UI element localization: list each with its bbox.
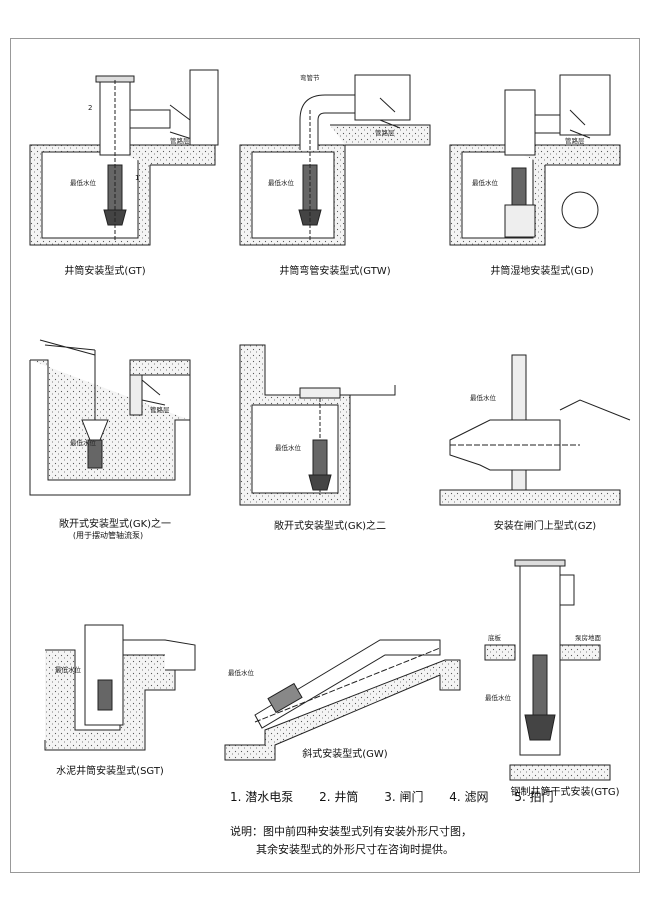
caption-gz: 安装在闸门上型式(GZ): [493, 521, 597, 532]
min-water-label-gz: 最低水位: [470, 393, 497, 402]
legend-item-5: 5. 拍门: [514, 790, 554, 804]
bend-label-gtw: 弯管节: [300, 73, 320, 82]
svg-text:2: 2: [88, 104, 92, 112]
legend-item-1: 1. 潜水电泵: [230, 790, 294, 804]
caption-gtg: 钢制井筒干式安装(GTG): [510, 787, 620, 798]
drawing-gw: 最低水位: [224, 639, 461, 761]
min-water-label-gt: 最低水位: [70, 178, 97, 187]
pipe-floor-label-gd: 管路层: [565, 136, 585, 145]
svg-text:1: 1: [135, 174, 139, 182]
drawing-gd: 最低水位 管路层: [449, 74, 621, 246]
legend: 1. 潜水电泵 2. 井筒 3. 闸门 4. 滤网 5. 拍门: [230, 788, 576, 805]
min-water-label-sgt: 最低水位: [55, 665, 82, 674]
drawing-gz: 最低水位: [439, 354, 631, 506]
drawing-gk2: 最低水位: [239, 344, 396, 506]
caption-sgt: 水泥井筒安装型式(SGT): [56, 766, 164, 777]
pump-room-floor-label-gtg: 泵房地面: [575, 633, 602, 642]
drawing-sgt: 最低水位: [44, 624, 196, 751]
caption-gt: 井筒安装型式(GT): [64, 266, 146, 277]
floor-label-gtg: 底板: [488, 633, 502, 642]
drawing-gk1: 最低水位 管路层: [29, 339, 191, 496]
drawing-gtg: 底板 泵房地面 最低水位: [484, 559, 611, 781]
min-water-label-gk2: 最低水位: [275, 443, 302, 452]
note-line-1: 说明：图中前四种安装型式列有安装外形尺寸图，: [230, 825, 472, 838]
pipe-floor-label-gk1: 管路层: [150, 405, 170, 414]
explanation-note: 说明：图中前四种安装型式列有安装外形尺寸图， 其余安装型式的外形尺寸在咨询时提供…: [230, 823, 472, 859]
caption-gk2: 敞开式安装型式(GK)之二: [273, 521, 387, 532]
min-water-label-gtg: 最低水位: [485, 693, 512, 702]
caption-gtw: 井筒弯管安装型式(GTW): [279, 266, 391, 277]
caption-gd: 井筒湿地安装型式(GD): [490, 266, 594, 277]
legend-item-2: 2. 井筒: [319, 790, 359, 804]
min-water-label-gtw: 最低水位: [268, 178, 295, 187]
min-water-label-gw: 最低水位: [228, 668, 255, 677]
drawing-gtw: 弯管节 最低水位 管路层: [239, 73, 431, 246]
caption-gk1: 敞开式安装型式(GK)之一: [58, 519, 172, 530]
legend-item-4: 4. 滤网: [449, 790, 489, 804]
min-water-label-gd: 最低水位: [472, 178, 499, 187]
min-water-label-gk1: 最低水位: [70, 438, 97, 447]
legend-item-3: 3. 闸门: [384, 790, 424, 804]
caption-gw: 斜式安装型式(GW): [302, 749, 388, 760]
caption-gk1-sub: (用于摆动管轴流泵): [72, 531, 144, 540]
drawing-sheet-border: [10, 38, 640, 873]
note-line-2: 其余安装型式的外形尺寸在咨询时提供。: [256, 843, 454, 856]
pipe-floor-label-gtw: 管路层: [375, 128, 395, 137]
pipe-floor-label-gt: 管路层: [170, 136, 190, 145]
drawing-gt: 2 1 最低水位 管路层: [29, 69, 219, 246]
